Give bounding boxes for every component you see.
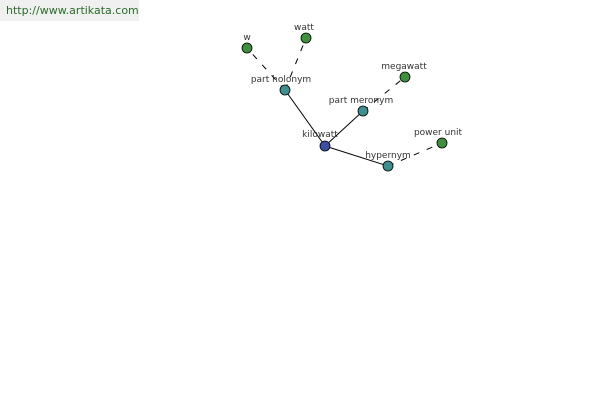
nodes	[241, 32, 448, 172]
edge-part-meronym	[324, 110, 364, 147]
edge-hypernym	[324, 145, 389, 167]
relation-label-part-holonym[interactable]: part holonym	[251, 75, 311, 85]
term-node-w[interactable]	[241, 42, 253, 54]
term-label-power-unit[interactable]: power unit	[414, 128, 463, 138]
term-node-watt[interactable]	[300, 32, 312, 44]
relation-label-part-meronym[interactable]: part meronym	[329, 96, 393, 106]
edges	[246, 37, 443, 167]
relation-node-part-meronym[interactable]	[357, 105, 369, 117]
edge-w	[246, 47, 286, 91]
edge-megawatt	[362, 76, 406, 112]
term-node-megawatt[interactable]	[399, 71, 411, 83]
term-label-megawatt[interactable]: megawatt	[381, 62, 427, 72]
relation-node-hypernym[interactable]	[382, 160, 394, 172]
relation-label-hypernym[interactable]: hypernym	[365, 151, 411, 161]
center-node-kilowatt[interactable]	[319, 140, 331, 152]
edge-power-unit	[387, 142, 443, 167]
source-link[interactable]: http://www.artikata.com	[0, 0, 139, 21]
relation-node-part-holonym[interactable]	[279, 84, 291, 96]
term-node-power-unit[interactable]	[436, 137, 448, 149]
edge-watt	[284, 37, 307, 91]
labels: kilowatt part holonym part meronym hypernym…	[243, 23, 462, 161]
term-label-w[interactable]: w	[243, 33, 250, 43]
term-label-watt[interactable]: watt	[294, 23, 314, 33]
edge-part-holonym	[284, 89, 326, 147]
center-label-kilowatt[interactable]: kilowatt	[302, 130, 338, 140]
